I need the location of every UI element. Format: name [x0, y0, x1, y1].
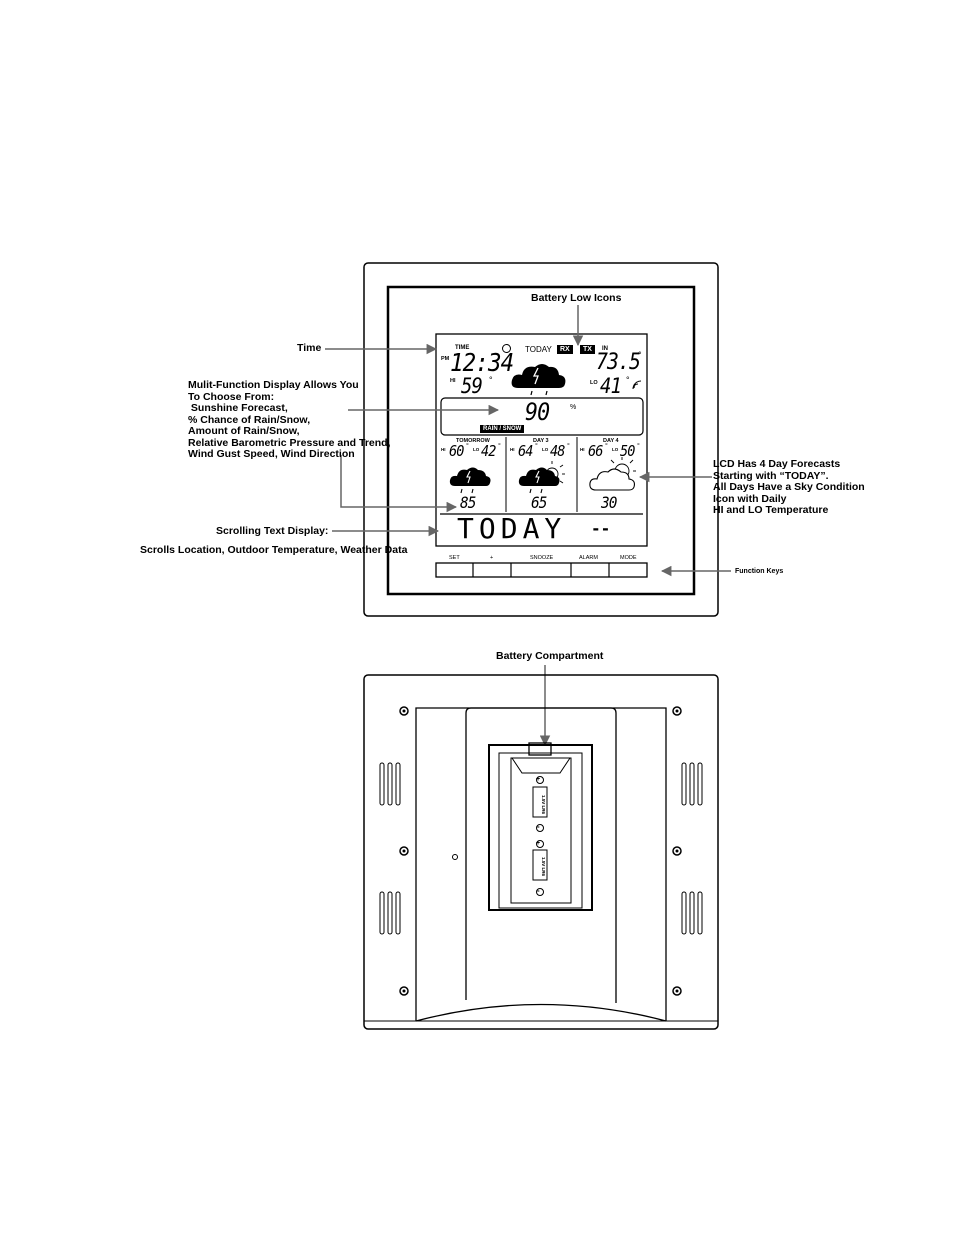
snooze-button[interactable] — [511, 563, 571, 576]
forecast-hi-label: HI — [510, 447, 515, 452]
key-label-alarm: ALARM — [579, 555, 598, 561]
forecast-lo-label: LO — [542, 447, 549, 452]
callout-line: HI and LO Temperature — [713, 504, 829, 516]
callout-function-keys: Function Keys — [735, 568, 784, 575]
forecast-label-tomorrow: TOMORROW — [456, 438, 490, 444]
lcd-indoor-temp: 73.5 — [596, 350, 641, 375]
callout-line: Icon with Daily — [713, 492, 787, 505]
callout-line: Relative Barometric Pressure and Trend, — [188, 436, 391, 449]
rain-snow-badge: RAIN / SNOW — [480, 425, 525, 433]
lcd-scroll-dashes: -- — [591, 519, 611, 538]
forecast-lo-label: LO — [473, 447, 480, 452]
forecast-bottom-tomorrow: 85 — [460, 493, 476, 512]
set-button[interactable] — [436, 563, 474, 576]
forecast-hi-day4: 66 — [588, 442, 603, 460]
forecast-hi-label: HI — [441, 447, 446, 452]
lcd-scroll-text: TODAY — [457, 512, 567, 545]
multi-function-box — [440, 397, 644, 436]
rx-battery-icon: RX — [557, 345, 573, 354]
forecast-lo-day4: 50 — [620, 442, 635, 460]
callout-line: Wind Gust Speed, Wind Direction — [188, 448, 355, 460]
forecast-hi-label: HI — [580, 447, 585, 452]
callout-lcd-forecasts: LCD Has 4 Day Forecasts Starting with “T… — [713, 458, 865, 517]
mode-button[interactable] — [609, 563, 647, 576]
key-label-plus: + — [490, 555, 494, 561]
lcd-percent-sign: % — [570, 404, 577, 411]
forecast-lo-label: LO — [612, 447, 619, 452]
key-label-snooze: SNOOZE — [530, 555, 554, 561]
callout-scrolling-desc: Scrolls Location, Outdoor Temperature, W… — [140, 544, 408, 556]
lcd-degree: ° — [567, 443, 570, 450]
lcd-degree: ° — [638, 350, 642, 360]
forecast-lo-tomorrow: 42 — [481, 442, 496, 460]
callout-battery-compartment: Battery Compartment — [496, 650, 604, 662]
front-unit-inner — [386, 285, 696, 596]
forecast-hi-tomorrow: 60 — [449, 442, 464, 460]
lcd-time: 12:34 — [450, 348, 514, 377]
lcd-degree: ° — [466, 443, 469, 450]
callout-time: Time — [297, 342, 322, 354]
callout-scrolling-title: Scrolling Text Display: — [216, 525, 329, 537]
callout-line: % Chance of Rain/Snow, — [188, 413, 311, 426]
screw-icons — [399, 706, 682, 996]
lcd-percent-value: 90 — [525, 398, 550, 426]
callout-line: Mulit-Function Display Allows You — [188, 379, 359, 391]
callout-line: Amount of Rain/Snow, — [188, 425, 300, 437]
lcd-lo-label: LO — [590, 380, 598, 386]
back-unit-outer — [363, 674, 719, 1030]
cloud-lightning-icon-today — [511, 364, 566, 396]
callout-line: All Days Have a Sky Condition — [713, 481, 865, 493]
cloud-sun-icon-day4 — [589, 457, 636, 491]
lcd-degree: ° — [626, 375, 630, 385]
vent-slots — [379, 762, 703, 935]
battery-plus-2: + — [536, 840, 541, 847]
forecast-label-day3: DAY 3 — [533, 438, 549, 444]
lcd-in-label: IN — [602, 346, 608, 352]
plus-button[interactable] — [474, 563, 511, 576]
callout-battery-low: Battery Low Icons — [531, 292, 622, 304]
forecast-bottom-day4: 30 — [601, 493, 617, 512]
forecast-bottom-day3: 65 — [531, 493, 547, 512]
cloud-lightning-sun-icon-day3 — [518, 461, 565, 494]
battery-minus-1: - — [537, 822, 540, 831]
lcd-outdoor-lo: 41 — [600, 374, 622, 398]
battery-label-1: 1.5V LR6 — [541, 795, 546, 815]
alarm-icon — [502, 344, 511, 353]
lcd-pm-label: PM — [441, 356, 450, 362]
battery-plus-1: + — [536, 776, 541, 783]
key-label-mode: MODE — [620, 555, 637, 561]
battery-minus-2: - — [537, 886, 540, 895]
forecast-hi-day3: 64 — [518, 442, 533, 460]
cloud-lightning-icon-tomorrow — [449, 467, 491, 494]
lcd-today-hi: 59 — [461, 374, 483, 398]
lcd-degree: ° — [605, 443, 608, 450]
key-label-set: SET — [449, 555, 460, 561]
battery-compartment — [488, 744, 593, 911]
lcd-today-label: TODAY — [525, 345, 552, 354]
forecast-label-day4: DAY 4 — [603, 438, 619, 444]
callout-line: Starting with “TODAY”. — [713, 469, 829, 482]
lcd-time-label: TIME — [455, 345, 470, 351]
lcd-degree: ° — [489, 375, 493, 385]
lcd-degree: ° — [498, 443, 501, 450]
lcd-degree: ° — [637, 443, 640, 450]
callout-line: LCD Has 4 Day Forecasts — [713, 458, 841, 470]
alarm-button[interactable] — [571, 563, 609, 576]
lcd-panel — [435, 333, 648, 547]
tx-battery-icon: TX — [580, 345, 595, 354]
callout-line: To Choose From: — [188, 390, 275, 403]
front-unit-outer — [363, 262, 719, 617]
lcd-degree: ° — [535, 443, 538, 450]
callout-multi-function: Mulit-Function Display Allows You To Cho… — [188, 379, 391, 461]
forecast-lo-day3: 48 — [550, 442, 565, 460]
battery-label-2: 1.5V LR6 — [541, 857, 546, 877]
lcd-hi-label: HI — [450, 378, 456, 384]
callout-line: Sunshine Forecast, — [188, 402, 288, 414]
